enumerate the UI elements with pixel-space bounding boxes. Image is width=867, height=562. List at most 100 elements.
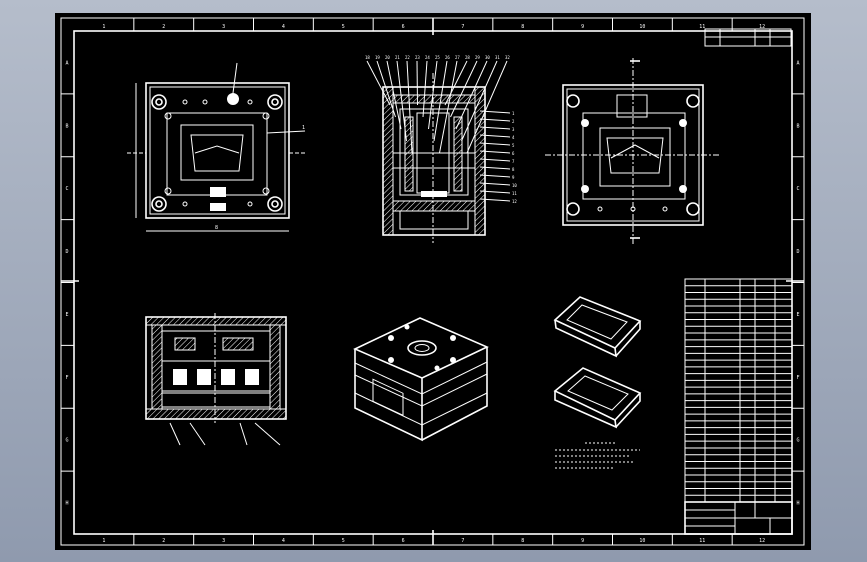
leader-line <box>479 198 511 202</box>
column-mark-top: 2 <box>162 24 165 30</box>
row-mark-right: C <box>796 186 799 192</box>
leader-line <box>386 60 402 130</box>
fixed-plate-view <box>545 58 720 245</box>
leader-line <box>461 60 498 142</box>
part-number-label: 27 <box>455 55 460 60</box>
leader-line <box>479 190 511 194</box>
part-number-label: 9 <box>512 175 515 180</box>
part-number-label: 10 <box>512 183 517 188</box>
row-mark-right: B <box>796 123 799 129</box>
column-mark-top: 6 <box>402 24 405 30</box>
leader-line <box>376 60 396 118</box>
cross-section-view <box>145 313 287 446</box>
leader-line <box>479 142 511 146</box>
row-mark-left: G <box>65 438 68 444</box>
leader-line <box>479 158 511 162</box>
column-mark-top: 10 <box>639 24 645 30</box>
column-mark-top: 5 <box>342 24 345 30</box>
row-mark-right: A <box>796 60 799 66</box>
row-mark-right: G <box>796 438 799 444</box>
row-mark-right: H <box>796 501 799 507</box>
part-number-label: 5 <box>512 143 515 148</box>
leader-line <box>455 60 488 130</box>
column-mark-bottom: 6 <box>402 538 405 544</box>
leader-line <box>479 150 511 154</box>
row-mark-left: B <box>65 123 68 129</box>
column-mark-bottom: 8 <box>521 538 524 544</box>
part-number-label: 21 <box>395 55 400 60</box>
part-number-label: 18 <box>365 55 370 60</box>
technical-notes <box>555 442 640 469</box>
column-mark-bottom: 10 <box>639 538 645 544</box>
column-mark-top: 9 <box>581 24 584 30</box>
column-mark-bottom: 2 <box>162 538 165 544</box>
parts-list-table <box>684 278 793 503</box>
part-number-label: 7 <box>512 159 515 164</box>
part-number-label: 4 <box>512 135 515 140</box>
leader-line <box>479 182 511 186</box>
column-mark-top: 8 <box>521 24 524 30</box>
part-number-label: 19 <box>375 55 380 60</box>
row-mark-left: E <box>65 312 68 318</box>
part-number-label: 31 <box>495 55 500 60</box>
column-mark-top: 12 <box>759 24 765 30</box>
part-number-label: 25 <box>435 55 440 60</box>
leader-line <box>433 60 448 142</box>
row-mark-right: F <box>796 375 799 381</box>
column-mark-top: 4 <box>282 24 285 30</box>
leader-line <box>444 60 468 106</box>
row-mark-left: A <box>65 60 68 66</box>
part-number-label: 12 <box>512 199 517 204</box>
row-mark-right: D <box>796 249 799 255</box>
leader-line <box>479 174 511 178</box>
part-number-label: 6 <box>512 151 515 156</box>
column-mark-bottom: 12 <box>759 538 765 544</box>
leader-line <box>366 60 391 106</box>
leader-line <box>450 60 478 118</box>
column-mark-bottom: 4 <box>282 538 285 544</box>
leader-line <box>396 60 407 142</box>
part-number-label: 22 <box>405 55 410 60</box>
row-mark-right: E <box>796 312 799 318</box>
part-isometric-view <box>553 296 642 429</box>
row-mark-left: C <box>65 186 68 192</box>
part-number-label: 23 <box>415 55 420 60</box>
revision-block <box>704 28 792 47</box>
part-number-label: 11 <box>512 191 517 196</box>
leader-line <box>416 60 418 106</box>
column-mark-top: 7 <box>461 24 464 30</box>
leader-line <box>466 60 508 154</box>
dim-label-bottom: 8 <box>215 225 218 231</box>
leader-line <box>479 118 511 122</box>
column-mark-top: 1 <box>102 24 105 30</box>
part-number-label: 32 <box>505 55 510 60</box>
row-mark-left: H <box>65 501 68 507</box>
part-number-label: 29 <box>475 55 480 60</box>
dim-label-top: 1 <box>302 125 305 131</box>
column-mark-top: 3 <box>222 24 225 30</box>
part-number-label: 1 <box>512 111 515 116</box>
column-mark-bottom: 3 <box>222 538 225 544</box>
part-number-label: 8 <box>512 167 515 172</box>
column-mark-top: 11 <box>699 24 705 30</box>
leader-line <box>479 166 511 170</box>
leader-line <box>479 110 511 114</box>
leader-line <box>428 60 438 130</box>
row-mark-left: F <box>65 375 68 381</box>
column-mark-bottom: 1 <box>102 538 105 544</box>
leader-line <box>439 60 458 154</box>
part-number-label: 30 <box>485 55 490 60</box>
column-mark-bottom: 9 <box>581 538 584 544</box>
column-mark-bottom: 5 <box>342 538 345 544</box>
part-number-label: 26 <box>445 55 450 60</box>
leader-line <box>422 60 428 118</box>
part-number-label: 20 <box>385 55 390 60</box>
part-number-label: 2 <box>512 119 515 124</box>
isometric-assembly-view <box>353 317 489 442</box>
column-mark-bottom: 11 <box>699 538 705 544</box>
